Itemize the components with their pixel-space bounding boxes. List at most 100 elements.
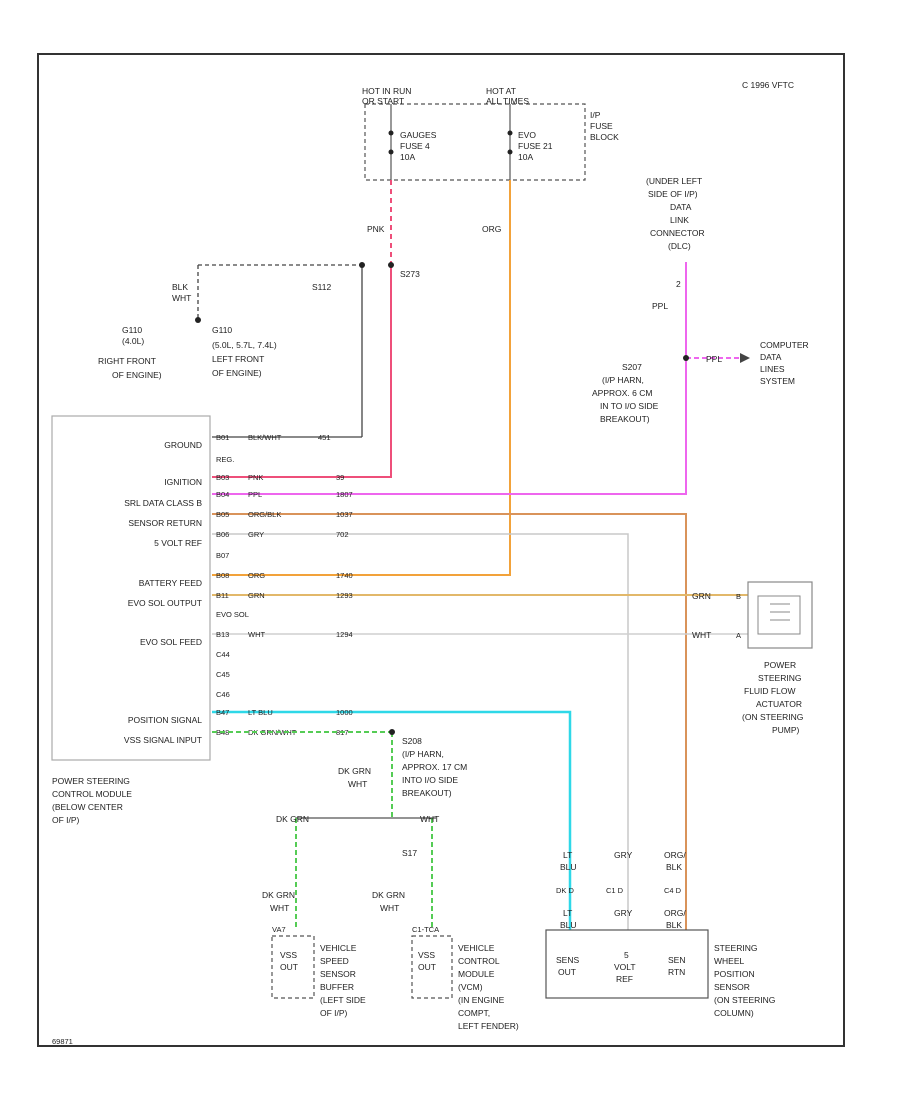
vss-branch-color-2: WHT: [270, 903, 289, 913]
s208-label-2: (I/P HARN,: [402, 749, 444, 759]
sensor-name-5: (ON STEERING: [714, 995, 775, 1005]
dlc-label-6: (DLC): [668, 241, 691, 251]
ppl-right-color: PPL: [706, 354, 722, 364]
vcm-name-3: MODULE: [458, 969, 495, 979]
module-pin-label: GROUND: [164, 440, 202, 450]
ground-wire-color: BLK: [172, 282, 188, 292]
s207-label-3: APPROX. 6 CM: [592, 388, 652, 398]
vss-left-color: DK GRN: [276, 814, 309, 824]
g110b-label-3: LEFT FRONT: [212, 354, 264, 364]
wire-color: WHT: [248, 630, 265, 639]
battery-feed-circuit: ORG: [212, 180, 511, 576]
module-pin-label: BATTERY FEED: [139, 578, 202, 588]
wire-color: LT BLU: [248, 708, 273, 717]
wire-circuit: 1000: [336, 708, 353, 717]
vss-buffer-box: [271, 935, 315, 999]
dlc-label-2: SIDE OF I/P): [648, 189, 698, 199]
module-pin-label: C44: [216, 650, 230, 659]
wire-pin: B04: [216, 490, 229, 499]
vss-branch-color: DK GRN: [372, 890, 405, 900]
ground-circuit: BLK WHT S112 G110 (4.0L) RIGHT FRONT OF …: [98, 262, 365, 437]
module-pin-label: 5 VOLT REF: [154, 538, 202, 548]
fuse-block: HOT IN RUN OR START HOT AT ALL TIMES GAU…: [362, 86, 619, 181]
ground-splice-dot: [359, 262, 365, 268]
hot-at-all-times-label: HOT AT: [486, 86, 516, 96]
sensor-cell: SENS: [556, 955, 579, 965]
vcm-box: [411, 935, 453, 999]
sensor-name: STEERING: [714, 943, 757, 953]
sensor-pin: DK D: [556, 886, 575, 895]
wire-circuit: 1807: [336, 490, 353, 499]
actuator-name-3: FLUID FLOW: [744, 686, 795, 696]
vss-buffer-pin: VA7: [272, 925, 286, 934]
gauges-fuse-dot-2: [388, 149, 394, 155]
vcm-name-5: (IN ENGINE: [458, 995, 505, 1005]
module-pin-label: EVO SOL OUTPUT: [128, 598, 202, 608]
vss-wire-color-2: WHT: [348, 779, 367, 789]
sensor-cell: SEN: [668, 955, 685, 965]
g110-label-3: RIGHT FRONT: [98, 356, 156, 366]
actuator-name-6: PUMP): [772, 725, 800, 735]
module-pin-label: EVO SOL FEED: [140, 637, 202, 647]
evo-fuse-dot: [507, 130, 513, 136]
sensor-wire-color: GRY: [614, 908, 633, 918]
dlc-label-4: LINK: [670, 215, 689, 225]
wire-circuit: 39: [336, 473, 344, 482]
s207-label-5: BREAKOUT): [600, 414, 650, 424]
ground-wire-color-2: WHT: [172, 293, 191, 303]
copyright-label: C 1996 VFTC: [742, 80, 794, 90]
gauges-fuse-label-3: 10A: [400, 152, 415, 162]
pnk-wire-color: PNK: [367, 224, 385, 234]
vcm-name-6: COMPT,: [458, 1008, 490, 1018]
fuse-block-name-2: FUSE: [590, 121, 613, 131]
sensor-cell: RTN: [668, 967, 685, 977]
wire-color: BLK/WHT: [248, 433, 282, 442]
wire-circuit: 1740: [336, 571, 353, 580]
g110-label-4: OF ENGINE): [112, 370, 162, 380]
cdl-label-3: LINES: [760, 364, 785, 374]
dlc-pin-label: 2: [676, 279, 681, 289]
g110b-label-4: OF ENGINE): [212, 368, 262, 378]
module-pin-label: EVO SOL: [216, 610, 249, 619]
vss-buffer-name-4: BUFFER: [320, 982, 354, 992]
fuse-block-name: I/P: [590, 110, 601, 120]
vss-buffer-name: VEHICLE: [320, 943, 357, 953]
s208-label-4: INTO I/O SIDE: [402, 775, 458, 785]
sensor-cell: VOLT: [614, 962, 636, 972]
actuator-pin-a: A: [736, 631, 741, 640]
org-wire-color: ORG: [482, 224, 501, 234]
sensor-wire-color: ORG/: [664, 908, 686, 918]
vss-buffer-out-2: OUT: [280, 962, 298, 972]
wire-color: PNK: [248, 473, 263, 482]
dlc-label-5: CONNECTOR: [650, 228, 705, 238]
wire-circuit: 1294: [336, 630, 353, 639]
module-pin-label: POSITION SIGNAL: [128, 715, 202, 725]
vss-buffer: VA7 VSS OUT VEHICLE SPEED SENSOR BUFFER …: [271, 925, 366, 1018]
ignition-circuit: PNK S273: [212, 180, 420, 478]
module-pin-label: VSS SIGNAL INPUT: [124, 735, 202, 745]
fuse-block-outline: [364, 103, 586, 181]
wire-pin: B01: [216, 433, 229, 442]
sensor-wire-color: GRY: [614, 850, 633, 860]
gry-wire: [212, 533, 629, 930]
module-body: [51, 415, 211, 761]
wire-circuit: 1293: [336, 591, 353, 600]
gauges-fuse-label: GAUGES: [400, 130, 437, 140]
vcm-name-2: CONTROL: [458, 956, 500, 966]
wire-pin: B06: [216, 530, 229, 539]
wire-pin: B03: [216, 473, 229, 482]
vss-buffer-name-2: SPEED: [320, 956, 349, 966]
sensor-name-6: COLUMN): [714, 1008, 754, 1018]
vss-branch-color: DK GRN: [262, 890, 295, 900]
sensor-cell: REF: [616, 974, 633, 984]
sensor-cell: 5: [624, 950, 629, 960]
cdl-label-4: SYSTEM: [760, 376, 795, 386]
ppl-wire: [212, 262, 687, 495]
g110-ground-dot: [195, 317, 201, 323]
vcm: C1-TCA VSS OUT VEHICLE CONTROL MODULE (V…: [411, 925, 519, 1031]
sensor-wire-color: BLK: [666, 920, 682, 930]
evo-fuse-label-2: FUSE 21: [518, 141, 553, 151]
actuator-name: POWER: [764, 660, 796, 670]
actuator-name-5: (ON STEERING: [742, 712, 803, 722]
sensor-name-2: WHEEL: [714, 956, 745, 966]
